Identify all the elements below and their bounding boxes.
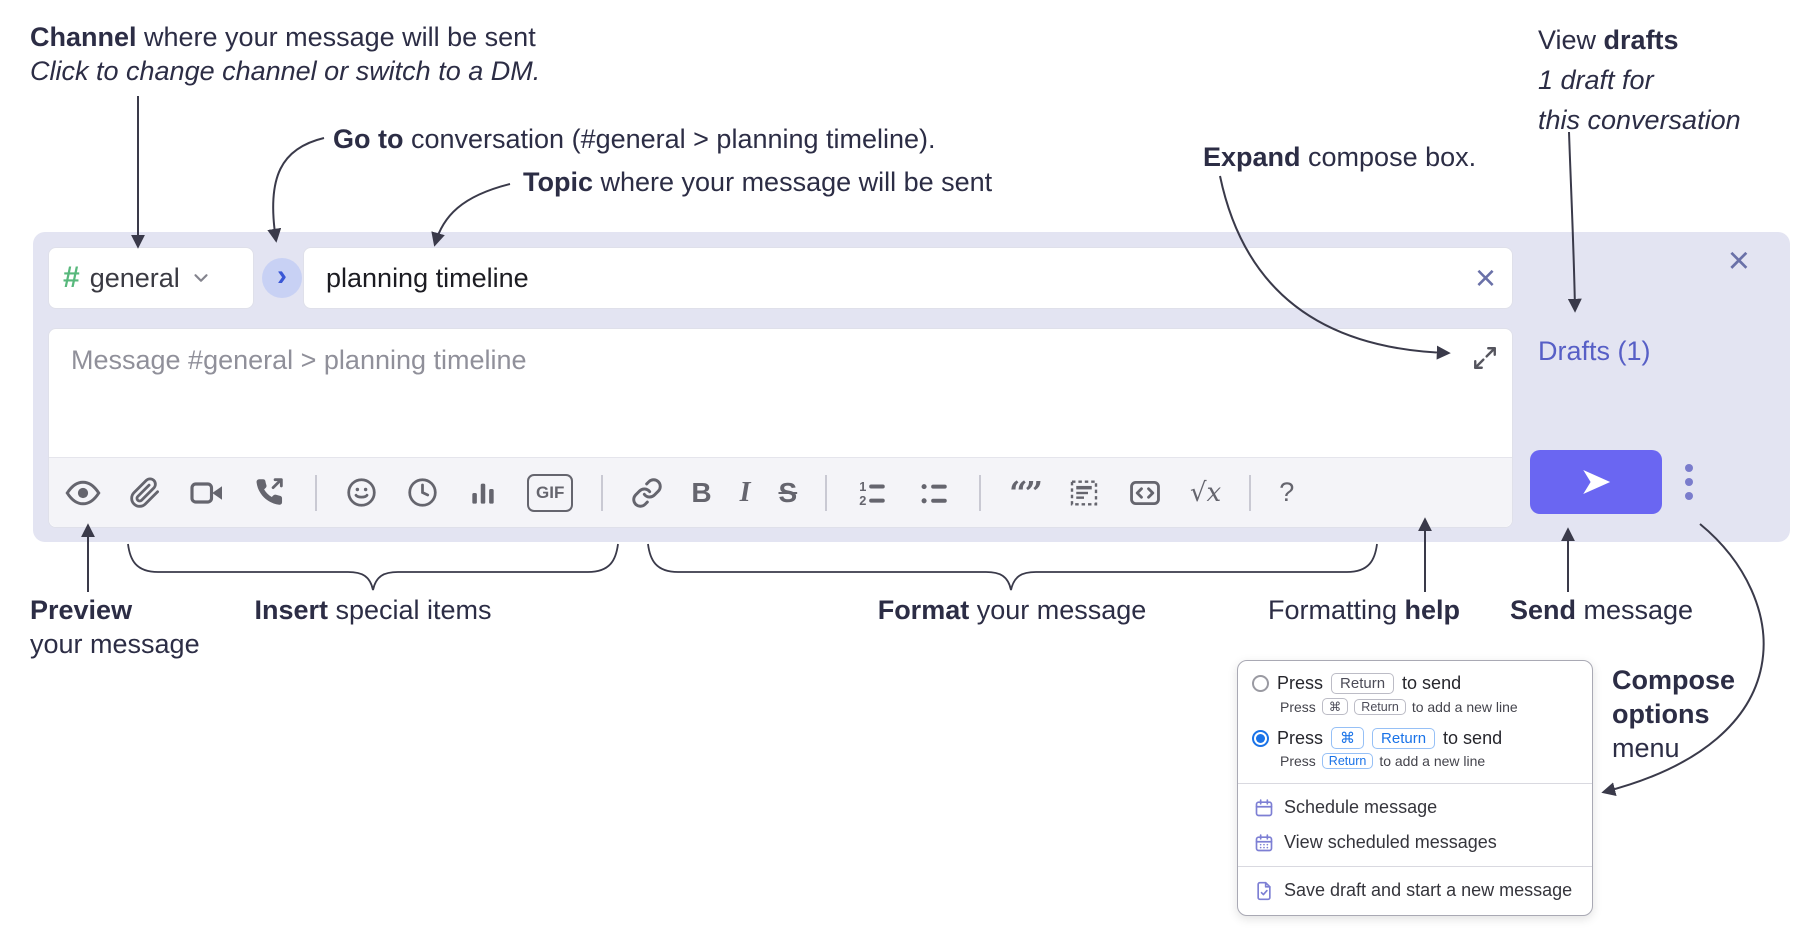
schedule-message-item[interactable]: Schedule message bbox=[1238, 790, 1592, 825]
channel-hash-icon: # bbox=[63, 261, 80, 294]
svg-text:2: 2 bbox=[859, 493, 866, 508]
expand-annotation: Expand compose box. bbox=[1203, 142, 1477, 172]
bold-icon[interactable]: B bbox=[691, 471, 711, 515]
save-draft-item[interactable]: Save draft and start a new message bbox=[1238, 873, 1592, 911]
send-shortcut-option-2[interactable]: Press ⌘ Return to send Press Return to a… bbox=[1238, 723, 1592, 777]
preview-eye-icon[interactable] bbox=[65, 471, 101, 515]
message-input[interactable] bbox=[49, 329, 1512, 453]
return-key: Return bbox=[1372, 727, 1436, 749]
view-drafts-annotation: View drafts 1 draft for this conversatio… bbox=[1538, 25, 1741, 135]
menu-divider bbox=[1238, 783, 1592, 784]
svg-text:1: 1 bbox=[859, 478, 866, 493]
compose-options-menu-button[interactable] bbox=[1679, 458, 1699, 506]
send-button[interactable] bbox=[1530, 450, 1662, 514]
message-formatting-help-icon[interactable]: ? bbox=[1279, 471, 1294, 515]
menu-divider bbox=[1238, 866, 1592, 867]
topic-input[interactable] bbox=[304, 262, 1459, 294]
toolbar-divider bbox=[979, 474, 982, 511]
spoiler-icon[interactable] bbox=[1068, 471, 1100, 515]
video-call-icon[interactable] bbox=[189, 471, 225, 515]
preview-annotation: Preview your message bbox=[30, 595, 200, 659]
compose-options-menu: Press Return to send Press ⌘ Return to a… bbox=[1237, 660, 1593, 916]
go-to-conversation-button[interactable]: › bbox=[262, 258, 302, 298]
return-key: Return bbox=[1321, 753, 1374, 769]
radio-unselected-icon[interactable] bbox=[1252, 675, 1269, 692]
toolbar-divider bbox=[1249, 474, 1252, 511]
insert-annotation: Insert special items bbox=[254, 595, 492, 625]
channel-selector[interactable]: # general bbox=[48, 247, 254, 309]
draft-document-icon bbox=[1257, 881, 1271, 900]
clear-topic-icon[interactable]: × bbox=[1459, 260, 1512, 296]
cmd-key: ⌘ bbox=[1331, 727, 1365, 749]
compose-options-annotation: Compose options menu bbox=[1612, 665, 1736, 763]
code-icon[interactable] bbox=[1128, 471, 1162, 515]
formatting-help-annotation: Formatting help bbox=[1268, 595, 1461, 625]
return-key: Return bbox=[1354, 698, 1406, 715]
time-clock-icon[interactable] bbox=[406, 471, 439, 515]
send-shortcut-option-1[interactable]: Press Return to send Press ⌘ Return to a… bbox=[1238, 669, 1592, 723]
radio-selected-icon[interactable] bbox=[1252, 729, 1269, 747]
topic-box: × bbox=[303, 247, 1513, 309]
toolbar-divider bbox=[315, 474, 317, 511]
channel-name: general bbox=[89, 262, 180, 293]
message-box: GIF B I S 12 “” √x bbox=[48, 328, 1513, 528]
poll-bar-chart-icon[interactable] bbox=[467, 471, 499, 515]
attach-paperclip-icon[interactable] bbox=[129, 471, 161, 515]
emoji-icon[interactable] bbox=[345, 471, 378, 515]
goto-annotation: Go to conversation (#general > planning … bbox=[333, 124, 936, 154]
drafts-link[interactable]: Drafts (1) bbox=[1538, 336, 1651, 366]
gif-icon[interactable]: GIF bbox=[527, 473, 574, 512]
channel-annotation: Channel where your message will be sent … bbox=[30, 22, 541, 86]
toolbar-divider bbox=[601, 474, 604, 511]
italic-icon[interactable]: I bbox=[740, 471, 751, 515]
cmd-key: ⌘ bbox=[1321, 698, 1349, 715]
view-scheduled-messages-item[interactable]: View scheduled messages bbox=[1238, 825, 1592, 860]
bulleted-list-icon[interactable] bbox=[917, 471, 951, 515]
toolbar-divider bbox=[825, 474, 828, 511]
compose-box: # general › × × Drafts (1) bbox=[33, 232, 1790, 542]
expand-compose-icon[interactable] bbox=[1472, 345, 1498, 371]
audio-call-icon[interactable] bbox=[253, 471, 287, 515]
quote-icon[interactable]: “” bbox=[1009, 471, 1043, 515]
close-compose-icon[interactable]: × bbox=[1712, 242, 1766, 280]
calendar-grid-icon bbox=[1255, 833, 1273, 851]
topic-annotation: Topic where your message will be sent bbox=[523, 167, 993, 197]
format-annotation: Format your message bbox=[877, 595, 1147, 625]
send-annotation: Send message bbox=[1510, 595, 1694, 625]
math-icon[interactable]: √x bbox=[1190, 471, 1221, 515]
send-icon bbox=[1583, 469, 1611, 495]
chevron-down-icon bbox=[194, 274, 208, 282]
link-icon[interactable] bbox=[631, 471, 663, 515]
strikethrough-icon[interactable]: S bbox=[778, 471, 797, 515]
return-key: Return bbox=[1331, 673, 1395, 694]
calendar-icon bbox=[1255, 798, 1273, 816]
